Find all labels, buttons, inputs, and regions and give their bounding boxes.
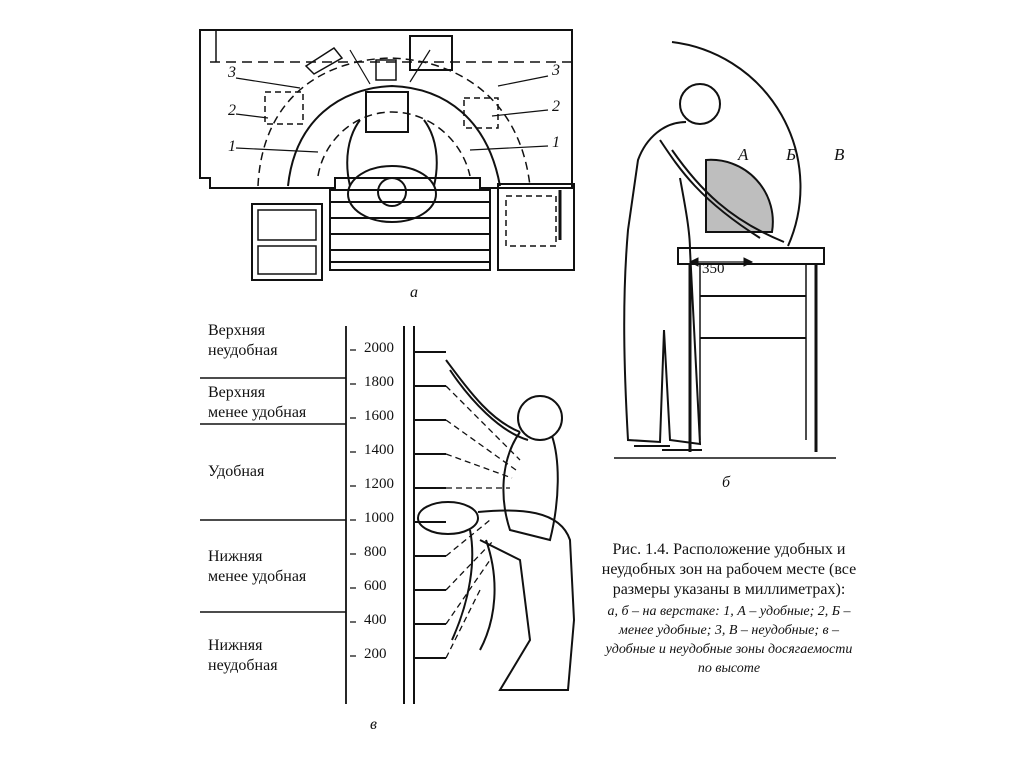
zone-b-label: Б (786, 145, 797, 164)
zone-line: Нижняя (208, 548, 263, 565)
zone-lower-uncomfortable: Нижняя неудобная (208, 636, 278, 676)
zone-line: Удобная (208, 463, 265, 480)
panel-a-label: а (410, 284, 418, 301)
zone-number-1-left: 1 (228, 138, 236, 155)
height-tick: 200 (364, 646, 387, 662)
caption-title: Рис. 1.4. Расположение удобных и неудобн… (601, 541, 857, 598)
zone-number-3-right: 3 (552, 62, 560, 79)
zone-line: Нижняя (208, 637, 263, 654)
zone-line: Верхняя (208, 322, 266, 339)
zone-comfortable: Удобная (208, 462, 264, 482)
panel-a-drawing (199, 29, 575, 281)
height-tick: 1000 (364, 510, 394, 526)
zone-line: менее удобная (208, 404, 307, 421)
zone-line: неудобная (208, 342, 278, 359)
zone-upper-less-comfortable: Верхняя менее удобная (208, 383, 306, 423)
zone-v-label: В (834, 145, 845, 164)
zone-a-label: А (738, 145, 749, 164)
zone-number-2-right: 2 (552, 98, 560, 115)
zone-line: неудобная (208, 657, 278, 674)
panel-b-drawing (614, 41, 836, 459)
caption-body: а, б – на верстаке: 1, А – удобные; 2, Б… (605, 604, 853, 676)
height-tick: 600 (364, 578, 387, 594)
zone-lower-less-comfortable: Нижняя менее удобная (208, 547, 306, 587)
panel-v-drawing (200, 326, 576, 704)
height-tick: 2000 (364, 340, 394, 356)
panel-v-label: в (370, 716, 377, 733)
dimension-350-label: 350 (702, 261, 725, 277)
zone-number-3-left: 3 (228, 64, 236, 81)
height-tick: 1600 (364, 408, 394, 424)
panel-b-label: б (722, 474, 731, 491)
height-tick: 1200 (364, 476, 394, 492)
zone-upper-uncomfortable: Верхняя неудобная (208, 321, 278, 361)
height-tick: 1400 (364, 442, 394, 458)
height-tick: 1800 (364, 374, 394, 390)
height-tick: 800 (364, 544, 387, 560)
zone-line: Верхняя (208, 384, 266, 401)
zone-number-2-left: 2 (228, 102, 236, 119)
figure-caption: Рис. 1.4. Расположение удобных и неудобн… (598, 540, 860, 678)
zone-line: менее удобная (208, 568, 307, 585)
zone-number-1-right: 1 (552, 134, 560, 151)
height-tick: 400 (364, 612, 387, 628)
